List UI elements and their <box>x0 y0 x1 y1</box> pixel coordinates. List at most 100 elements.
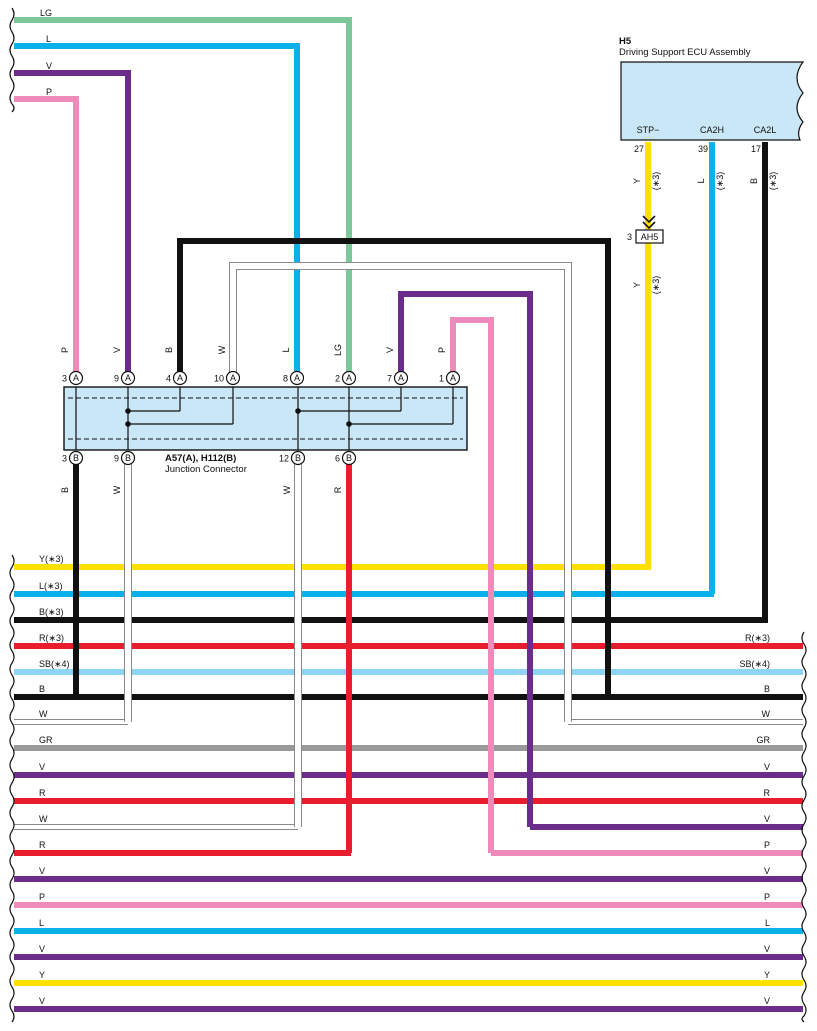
ecu-code: H5 <box>619 36 632 47</box>
bus-label-right-15: V <box>764 944 770 954</box>
bus-label-right-7: GR <box>757 735 771 745</box>
bus-label-right-4: SB(∗4) <box>739 659 770 669</box>
splice-wire-note: (∗3) <box>651 276 661 295</box>
pin-num-a2: 2 <box>335 374 340 384</box>
pin-circle-a1 <box>445 370 461 386</box>
pin-circle-b3 <box>68 450 84 466</box>
pin-wire-b3: B <box>60 487 70 493</box>
pin-circle-b9 <box>120 450 136 466</box>
pin-circle-a3 <box>68 370 84 386</box>
bus-label-right-5: B <box>764 684 770 694</box>
bus-label-right-8: V <box>764 762 770 772</box>
bus-label-left-1: L(∗3) <box>39 581 63 591</box>
bus-label-left-6: W <box>39 709 48 719</box>
ecu-wire-note-b: (∗3) <box>768 172 778 191</box>
junction-connector-body <box>63 386 468 451</box>
bus-label-left-17: V <box>39 996 45 1006</box>
ecu-pin-name-stp: STP− <box>637 125 660 135</box>
bus-label-right-10: V <box>764 814 770 824</box>
wire-w-a10 <box>230 263 571 722</box>
splice-pin-num: 3 <box>627 232 632 242</box>
splice-dot <box>295 408 301 414</box>
pin-circle-a9 <box>120 370 136 386</box>
splice-chevron-icon <box>642 215 656 230</box>
bus-label-left-5: B <box>39 684 45 694</box>
junction-connector-name: Junction Connector <box>165 464 247 475</box>
ecu-assembly-shape <box>620 61 805 141</box>
ecu-wire-l: L <box>696 178 706 183</box>
bus-label-right-3: R(∗3) <box>745 633 770 643</box>
pin-conn-letter: A <box>398 373 404 383</box>
pin-wire-a9: V <box>112 347 122 353</box>
pin-wire-a2: LG <box>333 344 343 356</box>
pin-num-a7: 7 <box>387 374 392 384</box>
top-left-wire-label-3: P <box>46 87 52 97</box>
ecu-pin-num-39: 39 <box>698 144 708 154</box>
bus-label-right-13: P <box>764 892 770 902</box>
ecu-wire-note-y: (∗3) <box>651 172 661 191</box>
bus-label-left-10: W <box>39 814 48 824</box>
pin-circle-a7 <box>393 370 409 386</box>
bus-label-left-11: R <box>39 840 46 850</box>
bus-label-left-12: V <box>39 866 45 876</box>
bus-label-right-6: W <box>762 709 771 719</box>
pin-wire-a7: V <box>385 347 395 353</box>
bus-label-left-2: B(∗3) <box>39 607 64 617</box>
pin-wire-a10: W <box>217 345 227 354</box>
wire-l-a8 <box>14 43 300 375</box>
pin-num-b3: 3 <box>62 454 67 464</box>
pin-wire-a8: L <box>281 347 291 352</box>
wire-p-a3 <box>14 96 79 375</box>
ecu-pin-num-17: 17 <box>751 144 761 154</box>
left-bottom-torn-edge <box>9 554 15 1023</box>
wire-b-a4 <box>177 238 803 700</box>
ecu-wire-note-l: (∗3) <box>715 172 725 191</box>
pin-conn-letter: A <box>294 373 300 383</box>
pin-conn-letter: B <box>346 453 352 463</box>
wire-b-b3 <box>14 460 79 700</box>
bus-label-right-11: P <box>764 840 770 850</box>
splice-dot <box>125 408 131 414</box>
bus-label-left-15: V <box>39 944 45 954</box>
splice-ah5: AH5 3 Y (∗3) <box>627 215 664 295</box>
pin-conn-letter: A <box>450 373 456 383</box>
wire-v-a9 <box>14 70 131 375</box>
pin-wire-b12: W <box>282 485 292 494</box>
pin-conn-letter: B <box>295 453 301 463</box>
top-left-wire-label-0: LG <box>40 8 52 18</box>
bus-label-right-14: L <box>765 918 770 928</box>
connector-internal-links <box>75 387 454 450</box>
pin-conn-letter: A <box>346 373 352 383</box>
right-edge-mask <box>805 630 817 1031</box>
bus-label-left-9: R <box>39 788 46 798</box>
wire-p-a1 <box>450 317 494 853</box>
bus-label-right-17: V <box>764 996 770 1006</box>
bus-label-left-14: L <box>39 918 44 928</box>
pin-circle-a2 <box>341 370 357 386</box>
pin-circle-b6 <box>341 450 357 466</box>
junction-connector-code: A57(A), H112(B) <box>165 453 236 464</box>
junction-connector: A57(A), H112(B) Junction Connector <box>63 386 468 475</box>
bus-label-left-3: R(∗3) <box>39 633 64 643</box>
pin-num-a8: 8 <box>283 374 288 384</box>
pin-num-b6: 6 <box>335 454 340 464</box>
pin-circle-a4 <box>172 370 188 386</box>
pin-circle-a8 <box>289 370 305 386</box>
bus-label-left-8: V <box>39 762 45 772</box>
pin-conn-letter: A <box>230 373 236 383</box>
ecu-wire-y: Y <box>632 178 642 184</box>
bus-label-left-0: Y(∗3) <box>39 554 64 564</box>
bus-label-right-16: Y <box>764 970 770 980</box>
ecu-wire-b: B <box>749 178 759 184</box>
pin-wire-a3: P <box>60 347 70 353</box>
pin-num-b12: 12 <box>279 454 289 464</box>
pin-num-a4: 4 <box>166 374 171 384</box>
wire-lg-a2 <box>14 17 352 375</box>
right-bottom-torn-edge <box>801 631 807 1023</box>
bus-label-right-9: R <box>764 788 771 798</box>
pin-num-a3: 3 <box>62 374 67 384</box>
left-top-torn-edge <box>9 7 15 113</box>
